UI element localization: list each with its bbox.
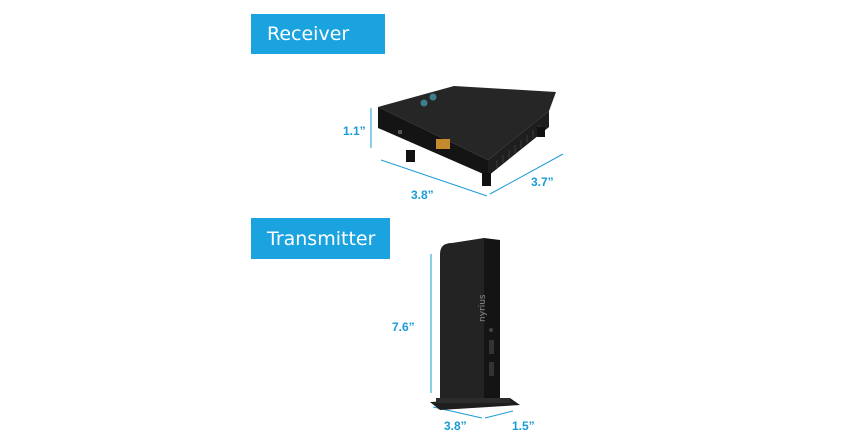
receiver-label-text: Receiver	[267, 23, 350, 45]
hdmi-port-icon	[436, 139, 450, 149]
transmitter-label-text: Transmitter	[267, 227, 376, 250]
transmitter-height-label: 7.6”	[392, 320, 415, 334]
receiver-device	[378, 86, 556, 186]
transmitter-device: nyrius	[430, 238, 520, 410]
receiver-dimension-lines	[370, 108, 564, 197]
receiver-button-icon	[420, 99, 428, 107]
receiver-height-label: 1.1”	[343, 124, 366, 138]
transmitter-width-label: 3.8”	[444, 419, 467, 433]
receiver-width-label: 3.8”	[411, 188, 434, 202]
transmitter-depth-label: 1.5”	[512, 419, 535, 433]
transmitter-label: Transmitter	[251, 218, 390, 259]
receiver-button-icon	[429, 93, 437, 101]
receiver-depth-label: 3.7”	[531, 175, 554, 189]
brand-logo-icon: nyrius	[478, 294, 488, 322]
receiver-label: Receiver	[251, 14, 385, 54]
